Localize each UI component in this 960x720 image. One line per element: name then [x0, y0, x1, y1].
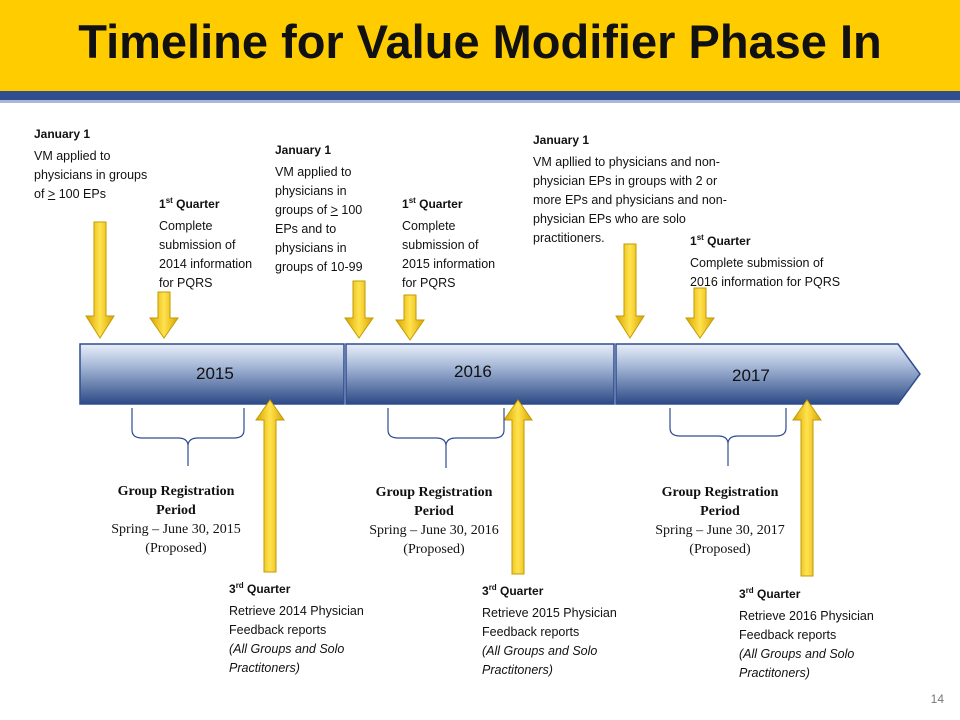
event-heading: January 1	[34, 127, 91, 141]
event-q3-2015: 3rd Quarter Retrieve 2014 Physician Feed…	[229, 580, 399, 678]
page-title: Timeline for Value Modifier Phase In	[78, 15, 882, 68]
event-heading: 3rd Quarter	[739, 586, 801, 602]
title-underline	[0, 91, 960, 100]
event-heading: 3rd Quarter	[482, 583, 544, 599]
year-label-2016: 2016	[454, 362, 492, 381]
event-jan-2017: January 1 VM apllied to physicians and n…	[533, 131, 763, 248]
down-arrow-jan-2015	[85, 221, 115, 339]
down-arrow-q1-2017	[685, 287, 715, 339]
up-arrow-q3-2015	[255, 399, 285, 573]
timeline-segment-2016	[345, 343, 615, 405]
down-arrow-q1-2016	[395, 294, 425, 341]
event-q1-2016: 1st Quarter Complete submission of 2015 …	[402, 195, 522, 293]
event-heading: 1st Quarter	[690, 233, 751, 249]
event-q1-2017: 1st Quarter Complete submission of 2016 …	[690, 232, 880, 292]
up-arrow-q3-2016	[503, 399, 533, 575]
event-q1-2015: 1st Quarter Complete submission of 2014 …	[159, 195, 279, 293]
registration-period-2017: Group Registration Period Spring – June …	[655, 485, 785, 557]
up-arrow-q3-2017	[792, 399, 822, 577]
year-label-2015: 2015	[196, 364, 234, 383]
event-heading: January 1	[275, 143, 332, 157]
down-arrow-q1-2015	[149, 291, 179, 339]
up-arrows	[255, 399, 822, 577]
timeline-segment-2017-arrow	[615, 343, 921, 405]
event-heading: 3rd Quarter	[229, 581, 291, 597]
registration-period-2016: Group Registration Period Spring – June …	[369, 485, 499, 557]
down-arrow-jan-2016	[344, 280, 374, 339]
event-jan-2015: January 1 VM applied to physicians in gr…	[34, 125, 174, 204]
timeline-segment-2015	[79, 343, 345, 405]
event-heading: 1st Quarter	[159, 196, 220, 212]
event-jan-2016: January 1 VM applied to physicians in gr…	[275, 141, 390, 277]
brace-2016	[387, 408, 505, 468]
brace-2015	[131, 408, 245, 466]
down-arrow-jan-2017	[615, 243, 645, 339]
page-number: 14	[930, 692, 944, 706]
event-q3-2017: 3rd Quarter Retrieve 2016 Physician Feed…	[739, 585, 909, 683]
registration-period-2015: Group Registration Period Spring – June …	[111, 484, 241, 556]
event-heading: January 1	[533, 133, 590, 147]
registration-braces	[131, 408, 787, 468]
event-q3-2016: 3rd Quarter Retrieve 2015 Physician Feed…	[482, 582, 652, 680]
timeline-bar	[79, 343, 921, 405]
title-underline-light	[0, 100, 960, 103]
title-banner	[0, 0, 960, 91]
year-label-2017: 2017	[732, 366, 770, 385]
brace-2017	[669, 408, 787, 466]
down-arrows	[85, 221, 715, 341]
event-heading: 1st Quarter	[402, 196, 463, 212]
